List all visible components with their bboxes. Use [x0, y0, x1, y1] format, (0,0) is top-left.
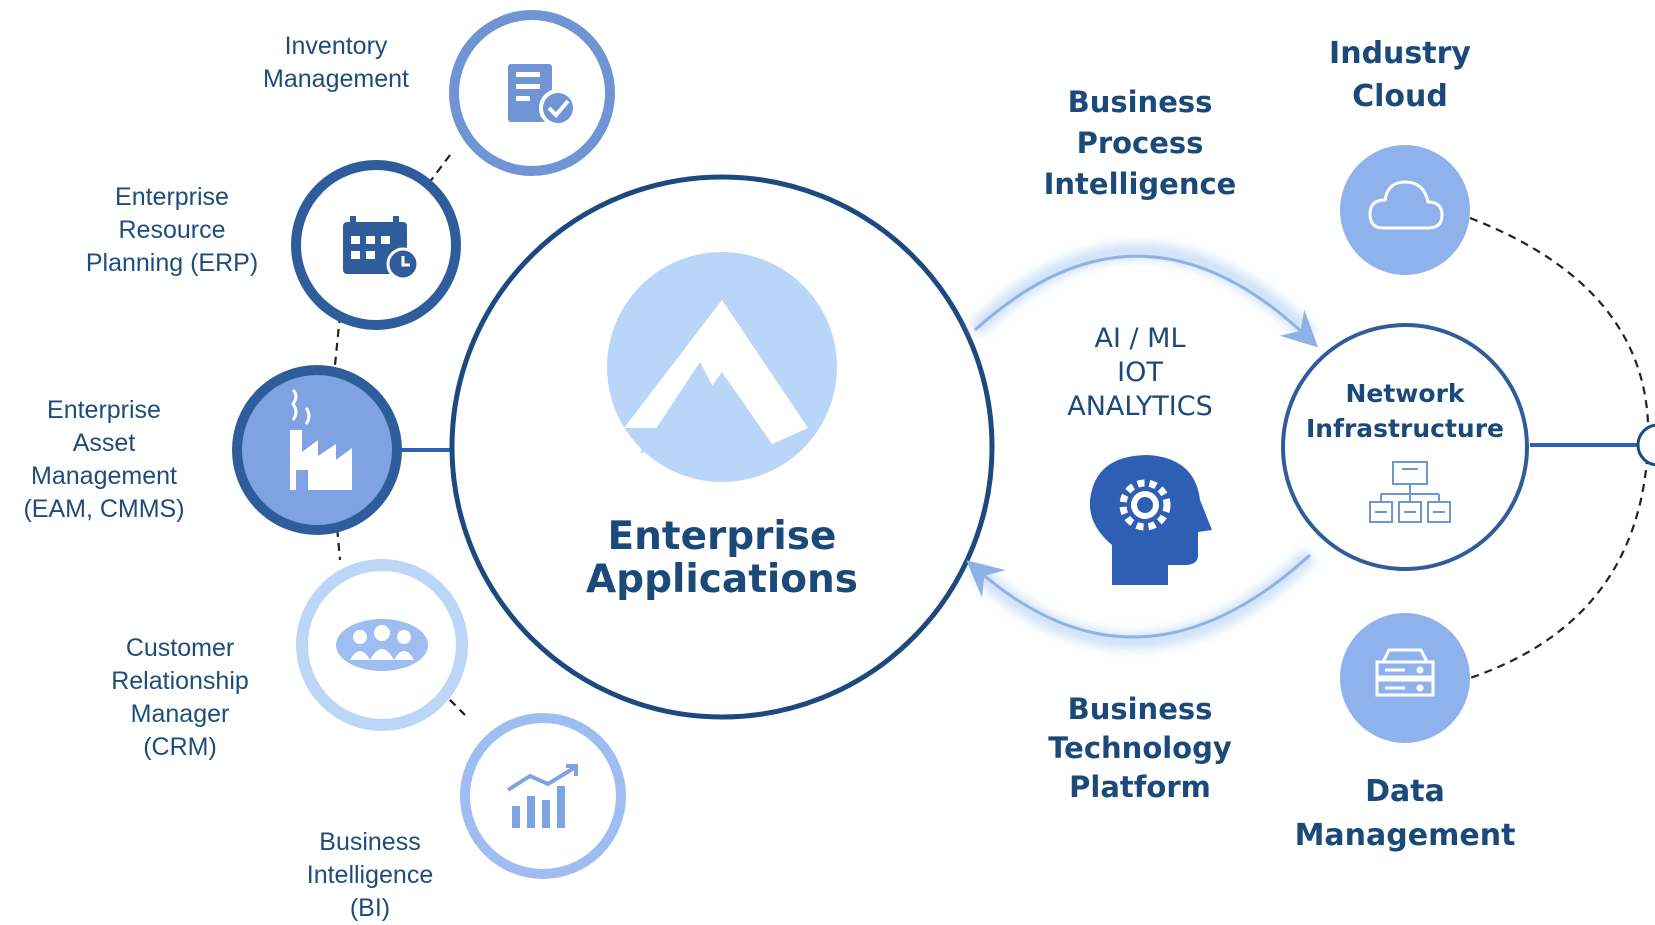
label-network-infrastructure: Network Infrastructure [1300, 376, 1510, 446]
bar-chart-trend-icon [506, 764, 578, 828]
module-erp-circle[interactable] [291, 160, 461, 330]
center-title-line1: Enterprise [607, 514, 837, 559]
module-eam-circle[interactable] [232, 365, 402, 535]
label-line: Business [1067, 692, 1213, 726]
label-line: Asset [72, 429, 136, 457]
bottom-cycle-arrow [966, 553, 1312, 639]
label-business-technology-platform: Business Technology Platform [1030, 690, 1250, 807]
label-line: Data [1365, 774, 1445, 809]
cycle-arrows [966, 243, 1319, 650]
label-line: Enterprise [47, 396, 161, 424]
checklist-icon [508, 64, 577, 127]
label-line: Business [319, 828, 421, 856]
center-title-line2: Applications [586, 557, 858, 602]
label-line: Inventory [284, 32, 388, 60]
label-eam: Enterprise Asset Management (EAM, CMMS) [4, 394, 204, 526]
node-network-infrastructure[interactable] [1281, 323, 1529, 571]
top-cycle-arrow [973, 254, 1319, 348]
label-line: Platform [1069, 770, 1211, 804]
node-industry-cloud[interactable] [1340, 145, 1470, 275]
label-line: (CRM) [143, 733, 217, 761]
label-data-management: Data Management [1290, 770, 1520, 858]
network-hierarchy-icon [1369, 461, 1451, 523]
label-line: Management [263, 65, 409, 93]
label-line: Intelligence [1043, 167, 1237, 201]
label-line: Planning (ERP) [85, 249, 259, 277]
label-line: Management [31, 462, 177, 490]
label-line: Infrastructure [1306, 414, 1504, 443]
label-inventory-management: Inventory Management [236, 30, 436, 96]
label-business-process-intelligence: Business Process Intelligence [1030, 82, 1250, 205]
label-line: Network [1345, 379, 1465, 408]
label-line: Customer [125, 634, 235, 662]
label-line: (EAM, CMMS) [23, 495, 185, 523]
label-line: Business [1067, 85, 1213, 119]
people-group-icon [336, 619, 428, 671]
label-line: Management [1294, 818, 1516, 853]
label-line: IOT [1117, 357, 1163, 388]
server-icon [1375, 648, 1435, 697]
label-bi: Business Intelligence (BI) [280, 826, 460, 925]
label-line: Technology [1048, 731, 1232, 765]
label-ai-ml-iot-analytics: AI / ML IOT ANALYTICS [1040, 322, 1240, 424]
label-line: ANALYTICS [1067, 391, 1213, 422]
module-crm-circle[interactable] [296, 559, 468, 731]
enterprise-logo-icon [607, 252, 837, 482]
label-line: Enterprise [115, 183, 229, 211]
cloud-icon [1368, 180, 1444, 230]
label-line: Resource [118, 216, 226, 244]
factory-icon [290, 388, 352, 490]
label-industry-cloud: Industry Cloud [1300, 32, 1500, 118]
label-crm: Customer Relationship Manager (CRM) [90, 632, 270, 764]
label-line: Industry [1329, 36, 1471, 71]
label-line: Intelligence [306, 861, 434, 889]
label-line: Relationship [111, 667, 249, 695]
head-gear-icon [1089, 455, 1212, 585]
label-line: Cloud [1352, 79, 1448, 114]
calendar-clock-icon [343, 216, 420, 281]
right-edge-node [1636, 423, 1655, 467]
label-line: (BI) [349, 894, 391, 922]
label-line: AI / ML [1094, 323, 1186, 354]
label-line: Manager [130, 700, 230, 728]
center-title: Enterprise Applications [572, 515, 872, 601]
module-inventory-circle[interactable] [449, 10, 615, 176]
node-data-management[interactable] [1340, 613, 1470, 743]
module-bi-circle[interactable] [460, 713, 626, 879]
label-line: Process [1076, 126, 1204, 160]
label-erp: Enterprise Resource Planning (ERP) [62, 181, 282, 280]
